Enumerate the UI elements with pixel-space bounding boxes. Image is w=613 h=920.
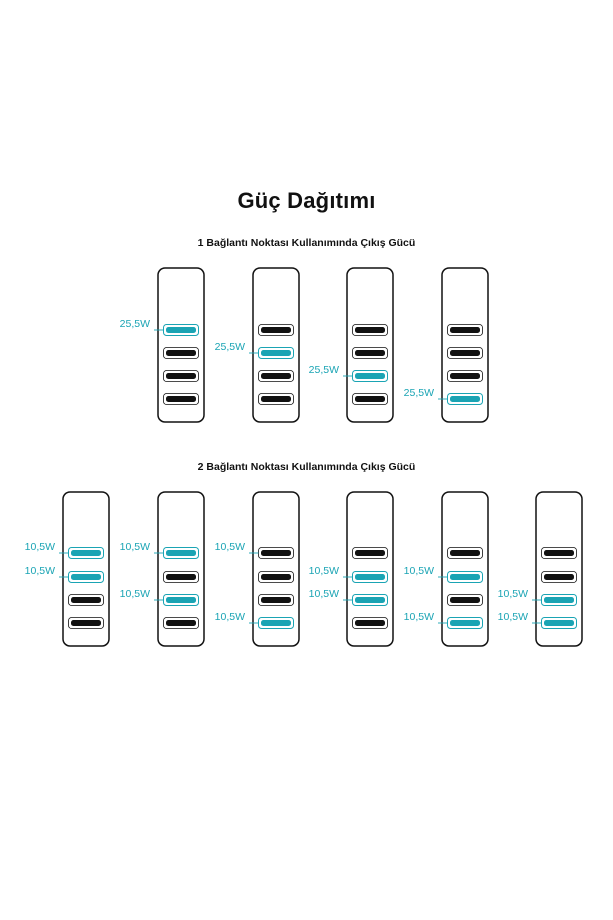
- port-outline: [352, 347, 388, 359]
- usb-port: [261, 597, 291, 603]
- port-outline: [68, 594, 104, 606]
- usb-port-active: [355, 373, 385, 379]
- usb-port-active: [261, 350, 291, 356]
- port-outline: [541, 571, 577, 583]
- power-label: 10,5W: [498, 588, 528, 600]
- section-heading-single-port: 1 Bağlantı Noktası Kullanımında Çıkış Gü…: [197, 237, 416, 249]
- usb-port: [261, 327, 291, 333]
- power-label: 10,5W: [404, 611, 434, 623]
- usb-port: [450, 327, 480, 333]
- power-label: 10,5W: [25, 565, 55, 577]
- usb-port: [261, 373, 291, 379]
- port-outline: [447, 347, 483, 359]
- port-outline: [352, 617, 388, 629]
- port-outline: [163, 370, 199, 382]
- usb-port-active: [355, 597, 385, 603]
- power-label: 25,5W: [120, 318, 150, 330]
- port-outline: [163, 617, 199, 629]
- usb-port: [450, 350, 480, 356]
- usb-port-active: [71, 574, 101, 580]
- port-outline: [258, 370, 294, 382]
- usb-port: [166, 620, 196, 626]
- usb-port: [450, 373, 480, 379]
- power-label: 25,5W: [309, 364, 339, 376]
- port-outline: [447, 370, 483, 382]
- charger-outline: [157, 267, 205, 423]
- usb-port-active: [544, 620, 574, 626]
- port-outline: [541, 547, 577, 559]
- port-outline: [163, 393, 199, 405]
- charger-outline: [157, 491, 205, 647]
- power-label: 10,5W: [404, 565, 434, 577]
- usb-port-active: [450, 620, 480, 626]
- usb-port: [355, 327, 385, 333]
- usb-port: [544, 550, 574, 556]
- charger-outline: [62, 491, 110, 647]
- usb-port: [166, 396, 196, 402]
- power-label: 10,5W: [25, 541, 55, 553]
- port-outline: [258, 571, 294, 583]
- port-outline: [163, 571, 199, 583]
- power-label: 10,5W: [309, 565, 339, 577]
- usb-port-active: [544, 597, 574, 603]
- charger-outline: [535, 491, 583, 647]
- usb-port: [261, 396, 291, 402]
- charger-outline: [252, 267, 300, 423]
- usb-port-active: [450, 396, 480, 402]
- usb-port: [166, 574, 196, 580]
- usb-port: [166, 350, 196, 356]
- usb-port-active: [166, 550, 196, 556]
- usb-port: [450, 550, 480, 556]
- power-label: 10,5W: [215, 611, 245, 623]
- charger-outline: [346, 491, 394, 647]
- power-label: 10,5W: [120, 541, 150, 553]
- port-outline: [352, 324, 388, 336]
- usb-port-active: [450, 574, 480, 580]
- usb-port-active: [166, 327, 196, 333]
- port-outline: [352, 393, 388, 405]
- port-outline: [352, 547, 388, 559]
- usb-port: [355, 550, 385, 556]
- charger-outline: [441, 267, 489, 423]
- port-outline: [163, 347, 199, 359]
- power-label: 10,5W: [498, 611, 528, 623]
- usb-port: [71, 597, 101, 603]
- usb-port: [450, 597, 480, 603]
- usb-port: [261, 574, 291, 580]
- usb-port: [355, 396, 385, 402]
- usb-port: [261, 550, 291, 556]
- usb-port-active: [261, 620, 291, 626]
- port-outline: [447, 594, 483, 606]
- charger-outline: [252, 491, 300, 647]
- power-label: 25,5W: [404, 387, 434, 399]
- section-heading-dual-port: 2 Bağlantı Noktası Kullanımında Çıkış Gü…: [197, 461, 416, 473]
- usb-port-active: [355, 574, 385, 580]
- power-label: 25,5W: [215, 341, 245, 353]
- power-label: 10,5W: [309, 588, 339, 600]
- power-label: 10,5W: [215, 541, 245, 553]
- usb-port-active: [71, 550, 101, 556]
- port-outline: [258, 393, 294, 405]
- usb-port: [355, 620, 385, 626]
- port-outline: [447, 324, 483, 336]
- power-label: 10,5W: [120, 588, 150, 600]
- port-outline: [68, 617, 104, 629]
- port-outline: [258, 324, 294, 336]
- usb-port-active: [166, 597, 196, 603]
- usb-port: [71, 620, 101, 626]
- usb-port: [544, 574, 574, 580]
- usb-port: [166, 373, 196, 379]
- port-outline: [258, 594, 294, 606]
- charger-outline: [346, 267, 394, 423]
- usb-port: [355, 350, 385, 356]
- charger-outline: [441, 491, 489, 647]
- page-title: Güç Dağıtımı: [237, 188, 376, 213]
- port-outline: [447, 547, 483, 559]
